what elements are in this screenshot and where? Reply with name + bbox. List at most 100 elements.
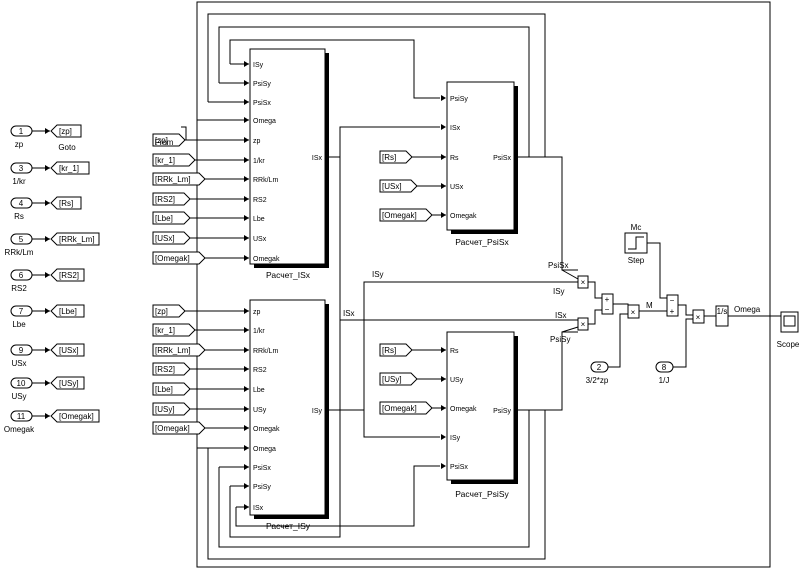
omega-wire-label: Omega	[734, 305, 761, 314]
inport-number: 3	[19, 164, 24, 173]
goto-tag-text: [zp]	[59, 127, 72, 136]
step-top-label: Mc	[631, 223, 642, 232]
scope-block[interactable]	[780, 311, 799, 333]
torque-chain: PsiSx ISy ISx PsiSy ISy ISx × × + − × 2 …	[343, 223, 800, 385]
goto-tag[interactable]: [USy]	[50, 376, 85, 390]
port-label: USy	[253, 407, 267, 414]
goto-tag[interactable]: [zp]	[50, 124, 82, 138]
port-label: zp	[253, 309, 261, 316]
from-tag[interactable]: [kr_1]	[152, 153, 196, 167]
from-tag[interactable]: [USy]	[152, 402, 191, 416]
from-tag[interactable]: [RRk_Lm]	[152, 172, 206, 186]
goto-tag[interactable]: [RS2]	[50, 268, 85, 282]
from-tag[interactable]: [kr_1]	[152, 323, 196, 337]
isx-signal-label: ISx	[555, 311, 567, 320]
from-tag[interactable]: [RRk_Lm]	[152, 343, 206, 357]
from-tag[interactable]: [USx]	[152, 231, 191, 245]
from-tag[interactable]: [USx]	[379, 179, 418, 193]
inport-3[interactable]: 31/kr	[10, 162, 33, 186]
isy-subsystem[interactable]: Расчет_ISy ISy	[249, 299, 329, 531]
from-tag-text: [USx]	[155, 234, 175, 243]
goto-tag[interactable]: [Lbe]	[50, 304, 85, 318]
inport-1[interactable]: 1zp	[10, 125, 33, 149]
inport-number: 6	[19, 271, 24, 280]
port-label: RS2	[253, 367, 267, 374]
from-tag[interactable]: [Lbe]	[152, 382, 191, 396]
from-tag[interactable]: [Omegak]	[152, 251, 206, 265]
from-tag[interactable]: [Omegak]	[379, 401, 433, 415]
port-label: PsiSx	[450, 464, 468, 471]
port-label: ISy	[450, 435, 461, 442]
port-label: USx	[450, 184, 464, 191]
feedback-wires	[196, 1, 771, 568]
from-tag[interactable]: [zp]	[152, 304, 186, 318]
goto-tag[interactable]: [USx]	[50, 343, 85, 357]
sum-2-plus: +	[670, 307, 675, 316]
port-label: Omega	[253, 118, 276, 125]
from-tag[interactable]: [Omegak]	[379, 208, 433, 222]
from-tag-text: [USy]	[155, 405, 175, 414]
goto-tag[interactable]: [Omegak]	[50, 409, 100, 423]
integrator-label: 1/s	[717, 307, 728, 316]
goto-tag-text: [RRk_Lm]	[59, 235, 95, 244]
from-tag[interactable]: [USy]	[379, 372, 418, 386]
psisx-output-label: PsiSx	[493, 155, 511, 162]
from-tag[interactable]: [RS2]	[152, 192, 191, 206]
psisy-signal-label: PsiSy	[550, 335, 570, 344]
product-3-sign: ×	[631, 308, 636, 317]
from-tag-text: [Lbe]	[155, 385, 173, 394]
port-label: Omegak	[253, 256, 280, 263]
from-tag-text: [Lbe]	[155, 214, 173, 223]
from-tag[interactable]: [Lbe]	[152, 211, 191, 225]
from-tag[interactable]: [Rs]	[379, 150, 413, 164]
port-label: PsiSx	[253, 465, 271, 472]
psisx-subsystem[interactable]: Расчет_PsiSx PsiSx	[446, 81, 518, 247]
from-tag[interactable]: [Rs]	[379, 343, 413, 357]
psisy-subsystem[interactable]: Расчет_PsiSy PsiSy	[446, 331, 518, 499]
goto-tag[interactable]: [kr_1]	[50, 161, 90, 175]
sum-1-minus: −	[605, 305, 610, 314]
port-label: Lbe	[253, 216, 265, 223]
port-label: ISx	[253, 505, 264, 512]
from-tag[interactable]: [RS2]	[152, 362, 191, 376]
goto-tag[interactable]: [Rs]	[50, 196, 82, 210]
psisy-output-label: PsiSy	[493, 408, 511, 415]
isy-title: Расчет_ISy	[266, 521, 311, 531]
from-tag[interactable]: [Omegak]	[152, 421, 206, 435]
port-label: Lbe	[253, 387, 265, 394]
isx-wire-label: ISx	[343, 309, 355, 318]
goto-tag-text: [Rs]	[59, 199, 73, 208]
port-label: Rs	[450, 348, 459, 355]
isx-title: Расчет_ISx	[266, 270, 311, 280]
goto-tag[interactable]: [RRk_Lm]	[50, 232, 100, 246]
from-tag[interactable]: [zp]	[152, 133, 186, 147]
inport-4[interactable]: 4Rs	[10, 197, 33, 221]
from-tag-text: [Omegak]	[155, 424, 190, 433]
isx-subsystem[interactable]: Расчет_ISx ISx	[249, 48, 329, 280]
isy-signal-label: ISy	[553, 287, 565, 296]
port-label: 1/kr	[253, 158, 265, 165]
port-label: Omega	[253, 446, 276, 453]
sum-2-minus: −	[670, 296, 675, 305]
goto-tag-text: [USx]	[59, 346, 79, 355]
from-tag-text: [zp]	[155, 307, 168, 316]
isx-port-labels: ISyPsiSyPsiSxOmegazp1/krRRk/LmRS2LbeUSxO…	[253, 62, 280, 263]
port-label: PsiSy	[253, 484, 271, 491]
port-label: RS2	[253, 197, 267, 204]
port-label: PsiSy	[253, 81, 271, 88]
from-caption: From	[155, 138, 174, 147]
m-wire-label: M	[646, 301, 653, 310]
port-label: USx	[253, 236, 267, 243]
isy-port-labels: zp1/krRRk/LmRS2LbeUSyOmegakOmegaPsiSxPsi…	[253, 309, 280, 512]
inport-number: 9	[19, 346, 24, 355]
sum-1-plus: +	[605, 295, 610, 304]
goto-tag-text: [RS2]	[59, 271, 79, 280]
